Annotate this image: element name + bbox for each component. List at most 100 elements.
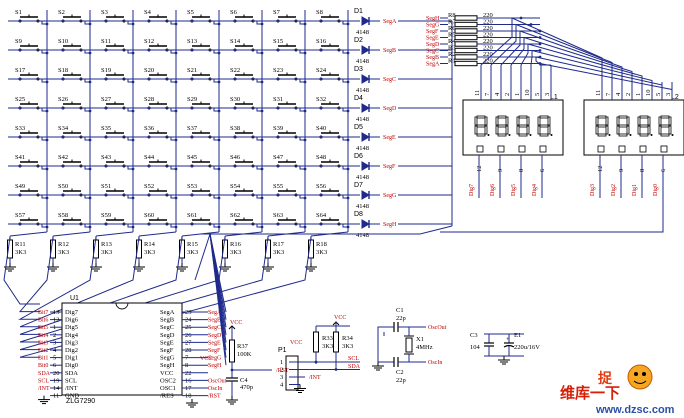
switch-wire [81, 20, 90, 25]
junction-dot [276, 106, 280, 110]
pin-number: 6 [53, 362, 57, 369]
switch-label: S19 [101, 67, 111, 74]
seven-seg-segment [626, 116, 630, 126]
switch-label: S63 [273, 212, 283, 219]
seven-seg-dp [529, 134, 532, 136]
seg-bus [194, 233, 211, 281]
switch-wire [81, 107, 90, 112]
net-label: SegE [208, 340, 221, 346]
switch-wire [167, 194, 176, 199]
pin-number: 14 [53, 385, 60, 392]
diode-symbol [361, 45, 371, 55]
seven-seg-segment [647, 116, 651, 126]
junction-dot [190, 48, 194, 52]
resistor-ref: R16 [230, 241, 242, 248]
resistor-value: 220 [483, 51, 493, 58]
seven-seg-segment [660, 115, 670, 119]
bit-wire [18, 236, 97, 320]
seven-seg-segment [618, 115, 628, 119]
seven-seg-dp [629, 134, 632, 136]
seven-seg-segment [476, 133, 486, 137]
junction-dot [538, 29, 542, 33]
seven-seg-segment [518, 115, 528, 119]
diode-part: 4148 [356, 29, 369, 36]
junction-dot [147, 135, 151, 139]
seven-seg-segment [616, 116, 620, 126]
junction-dot [233, 77, 237, 81]
seven-seg-digit [616, 115, 632, 137]
junction-dot [61, 77, 65, 81]
diode-part: 4148 [356, 145, 369, 152]
pullup-resistor [313, 331, 319, 353]
seven-seg-segment [518, 124, 528, 128]
seven-seg-segment [605, 116, 609, 126]
switch-label: S38 [230, 125, 240, 132]
junction-dot [18, 135, 22, 139]
pin-name: Dig4 [65, 332, 79, 339]
resistor-value: 220 [483, 45, 493, 52]
display-ref: L2 [671, 94, 679, 101]
resistor-ref: R8 [448, 12, 456, 19]
seven-seg-segment [516, 116, 520, 126]
switch-wire [253, 20, 262, 25]
net-label: SegG [383, 193, 397, 199]
diode-symbol [361, 161, 371, 171]
pin-name: OSC2 [160, 377, 176, 384]
segment-wire [510, 37, 525, 66]
junction-dot [303, 225, 307, 229]
pin-number: 1 [53, 324, 56, 331]
switch-label: S27 [101, 96, 112, 103]
switch-label: S32 [316, 96, 326, 103]
seven-seg-segment [668, 125, 672, 135]
net-label: SegC [426, 49, 439, 55]
resistor-ref: R5 [448, 32, 456, 39]
seg-resistor [454, 47, 478, 54]
switch-wire [296, 20, 305, 25]
net-label: Bit1 [38, 356, 48, 362]
watermark-url: www.dzsc.com [595, 404, 675, 416]
junction-dot [346, 138, 350, 142]
seven-seg-segment [497, 133, 507, 137]
net-label: Dig6 [490, 184, 496, 196]
pin-number: 19 [53, 377, 60, 384]
junction-dot [217, 80, 221, 84]
junction-dot [319, 106, 323, 110]
switch-label: S12 [144, 38, 154, 45]
seven-seg-segment [647, 125, 651, 135]
net-label: SDA [38, 371, 51, 377]
switch-wire [339, 78, 348, 83]
diode-part: 4148 [356, 116, 369, 123]
net-label: Dig2 [611, 184, 617, 196]
seven-seg-segment [637, 125, 641, 135]
switch-label: S6 [230, 9, 238, 16]
junction-dot [147, 77, 151, 81]
junction-dot [233, 222, 237, 226]
junction-dot [147, 193, 151, 197]
junction-dot [174, 51, 178, 55]
junction-dot [217, 196, 221, 200]
switch-wire [210, 136, 219, 141]
net-label: Bit5 [38, 325, 48, 331]
pin-number: 9 [497, 169, 504, 172]
pin-name: SegH [160, 362, 175, 369]
crystal-x1 [405, 337, 413, 353]
vcc-label: VCC [230, 320, 242, 326]
pin-name: SegG [160, 355, 175, 362]
junction-dot [45, 196, 49, 200]
pin-number: 4 [615, 92, 622, 96]
junction-dot [61, 193, 65, 197]
electrolytic-plate [503, 344, 515, 348]
junction-dot [233, 106, 237, 110]
switch-label: S42 [58, 154, 68, 161]
junction-dot [538, 42, 542, 46]
diode-ref: D4 [354, 95, 363, 102]
junction-dot [104, 19, 108, 23]
junction-dot [104, 164, 108, 168]
seven-seg-segment [484, 116, 488, 126]
segment-wire [527, 43, 643, 82]
switch-label: S52 [144, 183, 154, 190]
switch-label: S55 [273, 183, 283, 190]
segment-wire [520, 44, 529, 66]
capacitor-ref: C2 [396, 369, 404, 376]
pull-wire [95, 231, 134, 237]
